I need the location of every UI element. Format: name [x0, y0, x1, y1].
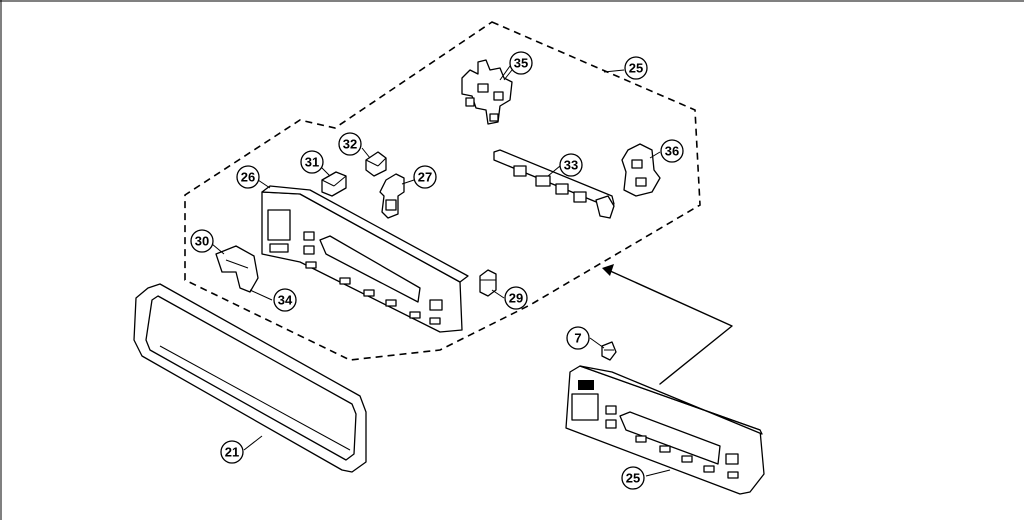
arrow-head	[602, 264, 614, 276]
part-27	[379, 173, 405, 219]
callout-label: 29	[509, 291, 523, 306]
callout-33: 33	[559, 153, 583, 177]
callout-35: 35	[509, 51, 533, 75]
callout-30: 30	[190, 229, 214, 253]
part-25-assembled-panel	[565, 365, 765, 495]
callout-label: 33	[564, 158, 578, 173]
callout-32: 32	[338, 132, 362, 156]
callout-label: 34	[278, 293, 293, 308]
callout-34: 34	[273, 288, 297, 312]
callout-label: 32	[343, 137, 357, 152]
callout-label: 31	[305, 155, 319, 170]
part-21-bezel	[133, 283, 367, 473]
callout-36: 36	[660, 139, 684, 163]
callout-29: 29	[504, 286, 528, 310]
callout-25-bottom: 25	[621, 466, 645, 490]
part-35	[461, 59, 513, 125]
callout-7: 7	[566, 326, 590, 350]
part-31	[321, 171, 347, 197]
part-30-bracket	[215, 245, 259, 293]
callout-label: 36	[665, 144, 679, 159]
callout-25-top: 25	[624, 56, 648, 80]
callout-label: 7	[574, 331, 581, 346]
callout-21: 21	[220, 440, 244, 464]
part-36	[621, 143, 661, 197]
assembly-arrow	[607, 269, 733, 385]
leader-lines	[211, 65, 671, 477]
part-26	[261, 185, 469, 333]
callout-label: 27	[418, 170, 432, 185]
callout-26: 26	[236, 165, 260, 189]
assembly-boundary	[184, 21, 701, 361]
callout-27: 27	[413, 165, 437, 189]
callout-label: 35	[514, 56, 528, 71]
part-29	[479, 269, 497, 297]
part-33	[493, 149, 615, 219]
part-32	[365, 151, 387, 177]
callout-label: 25	[629, 61, 643, 76]
callout-31: 31	[300, 150, 324, 174]
callout-label: 26	[241, 170, 255, 185]
callout-label: 25	[626, 471, 640, 486]
callout-label: 21	[225, 445, 239, 460]
part-7-screw	[601, 341, 617, 361]
callout-label: 30	[195, 234, 209, 249]
